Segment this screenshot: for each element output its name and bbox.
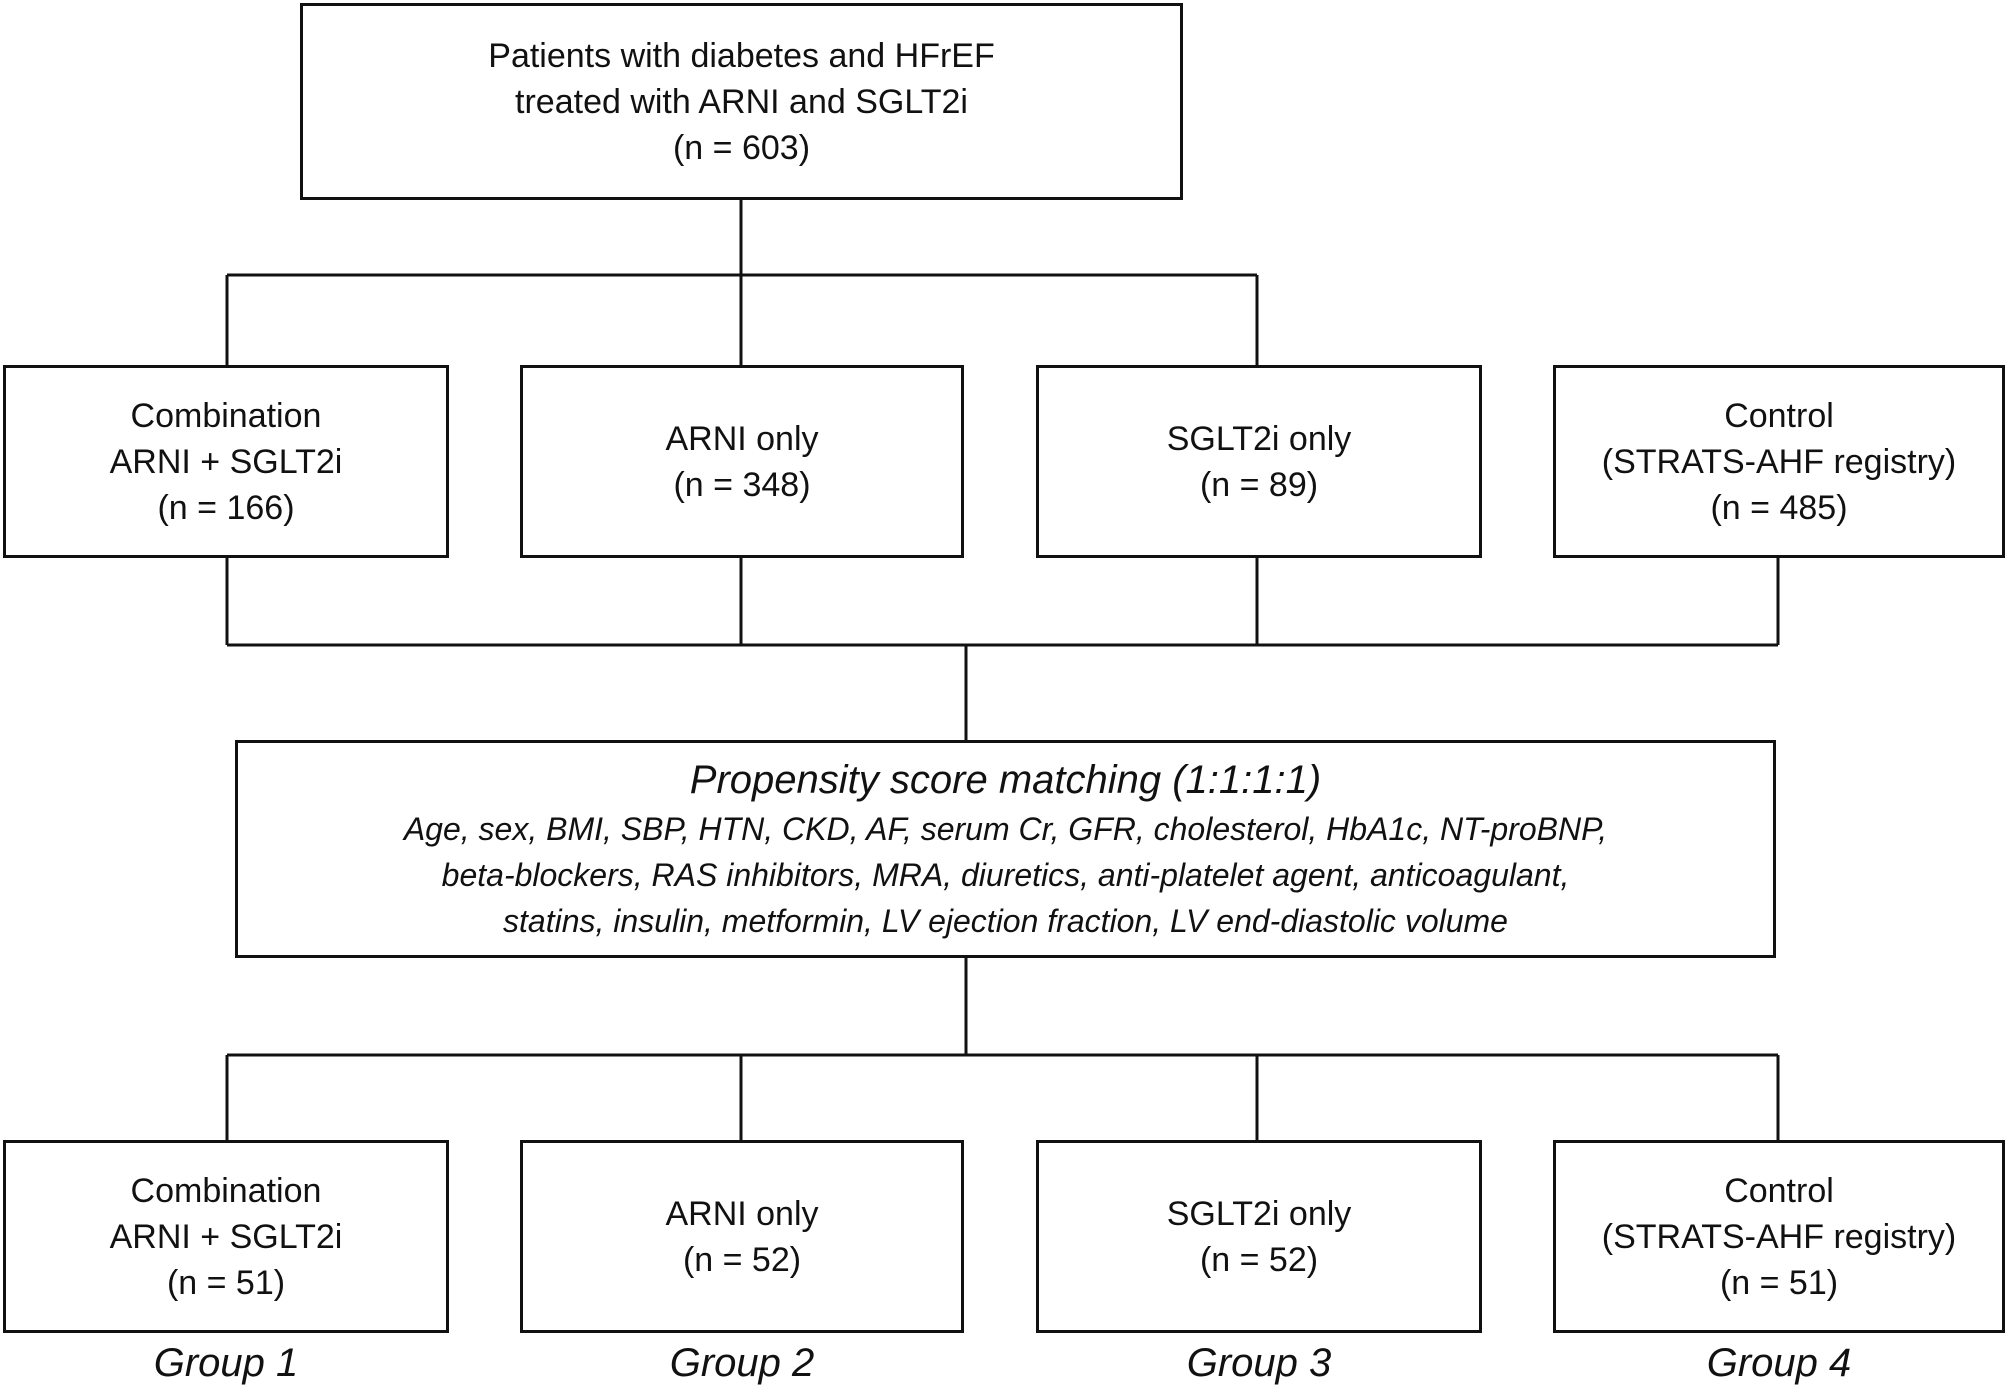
cohort-box-sglt2i-only: SGLT2i only (n = 89) <box>1036 365 1482 558</box>
cohort-2-line-2: (n = 348) <box>673 465 811 504</box>
matched-box-arni-only: ARNI only (n = 52) <box>520 1140 964 1333</box>
matched-box-sglt2i-only: SGLT2i only (n = 52) <box>1036 1140 1482 1333</box>
cohort-1-line-1: Combination <box>130 396 322 435</box>
cohort-2-line-1: ARNI only <box>665 419 819 458</box>
cohort-3-line-2: (n = 89) <box>1199 465 1319 504</box>
cohort-1-line-3: (n = 166) <box>157 488 295 527</box>
matched-3-line-1: SGLT2i only <box>1166 1194 1352 1233</box>
top-box-line-1: Patients with diabetes and HFrEF <box>488 36 995 75</box>
cohort-box-arni-only: ARNI only (n = 348) <box>520 365 964 558</box>
matched-4-line-3: (n = 51) <box>1719 1263 1839 1302</box>
propensity-matching-box: Propensity score matching (1:1:1:1) Age,… <box>235 740 1776 958</box>
matched-4-line-2: (STRATS-AHF registry) <box>1601 1217 1957 1256</box>
top-box-line-2: treated with ARNI and SGLT2i <box>515 82 968 121</box>
matched-1-line-2: ARNI + SGLT2i <box>109 1217 343 1256</box>
matched-3-line-2: (n = 52) <box>1199 1240 1319 1279</box>
cohort-box-control: Control (STRATS-AHF registry) (n = 485) <box>1553 365 2005 558</box>
covariates-line-1: Age, sex, BMI, SBP, HTN, CKD, AF, serum … <box>403 811 1608 847</box>
cohort-4-line-1: Control <box>1724 396 1834 435</box>
matched-2-line-2: (n = 52) <box>682 1240 802 1279</box>
matched-box-combination: Combination ARNI + SGLT2i (n = 51) <box>3 1140 449 1333</box>
cohort-4-line-3: (n = 485) <box>1710 488 1848 527</box>
covariates-line-2: beta-blockers, RAS inhibitors, MRA, diur… <box>441 857 1570 893</box>
cohort-3-line-1: SGLT2i only <box>1166 419 1352 458</box>
cohort-box-combination: Combination ARNI + SGLT2i (n = 166) <box>3 365 449 558</box>
group-label-4: Group 4 <box>1706 1341 1852 1385</box>
covariates-line-3: statins, insulin, metformin, LV ejection… <box>503 903 1508 939</box>
cohort-4-line-2: (STRATS-AHF registry) <box>1601 442 1957 481</box>
top-box-line-3: (n = 603) <box>672 128 811 167</box>
propensity-matching-title: Propensity score matching (1:1:1:1) <box>689 758 1322 802</box>
top-box-total-patients: Patients with diabetes and HFrEF treated… <box>300 3 1183 200</box>
group-label-1: Group 1 <box>153 1341 299 1385</box>
cohort-1-line-2: ARNI + SGLT2i <box>109 442 343 481</box>
matched-1-line-1: Combination <box>130 1171 322 1210</box>
matched-1-line-3: (n = 51) <box>166 1263 286 1302</box>
group-label-2: Group 2 <box>669 1341 815 1385</box>
matched-box-control: Control (STRATS-AHF registry) (n = 51) <box>1553 1140 2005 1333</box>
group-label-3: Group 3 <box>1186 1341 1332 1385</box>
matched-4-line-1: Control <box>1724 1171 1834 1210</box>
matched-2-line-1: ARNI only <box>665 1194 819 1233</box>
